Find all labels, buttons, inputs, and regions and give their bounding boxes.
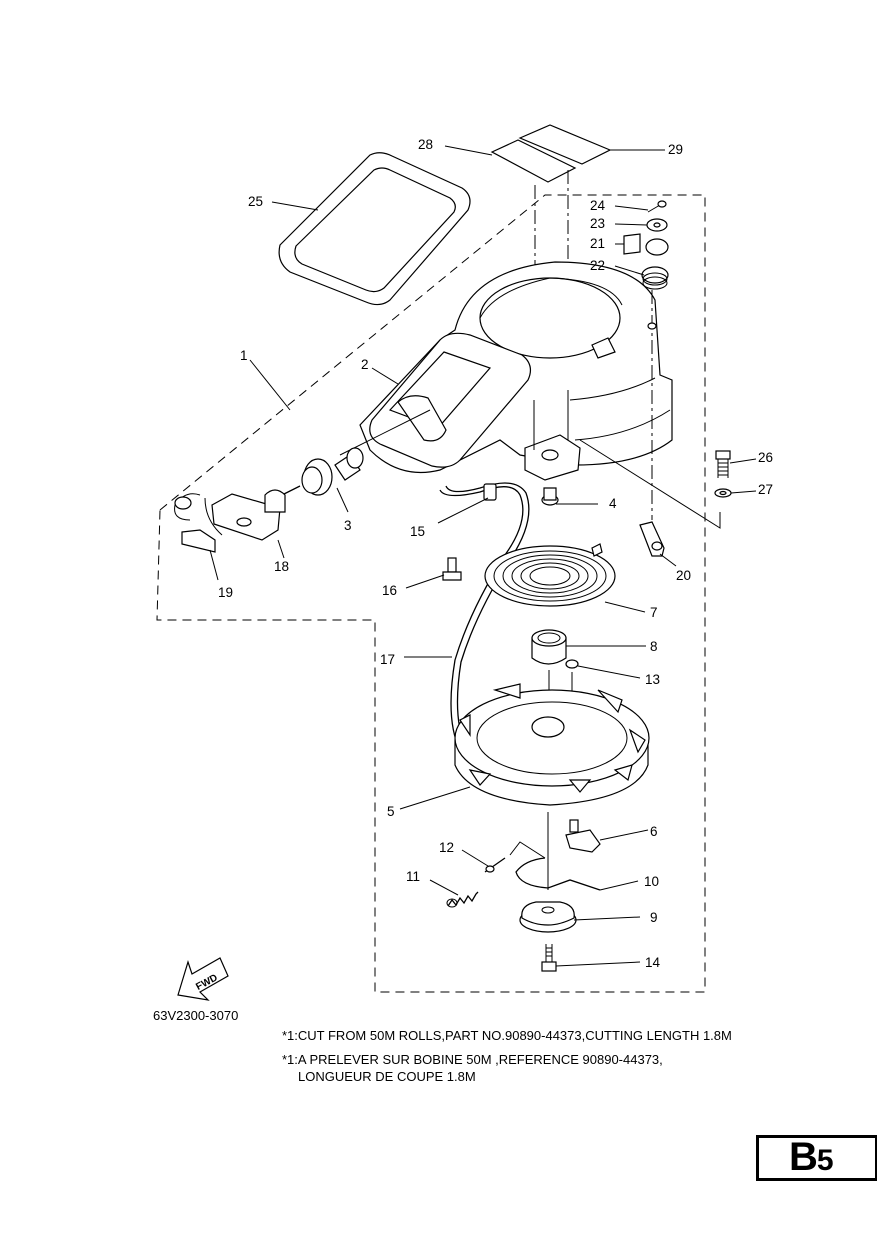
callout-24: 24 <box>590 198 606 213</box>
part-22-spring <box>641 266 669 290</box>
part-14-bolt <box>541 944 557 972</box>
callout-17: 17 <box>380 652 395 667</box>
callout-18: 18 <box>274 559 289 574</box>
callout-26: 26 <box>758 450 773 465</box>
callout-20: 20 <box>676 568 691 583</box>
part-18-link <box>211 489 286 541</box>
callout-15: 15 <box>410 524 425 539</box>
part-17-rope <box>439 482 530 751</box>
callout-9: 9 <box>650 910 658 925</box>
callout-14: 14 <box>645 955 661 970</box>
part-24-pin <box>647 200 667 213</box>
callout-11: 11 <box>406 869 420 884</box>
part-19-clip <box>174 493 223 553</box>
callout-6: 6 <box>650 824 658 839</box>
part-16-bolt <box>442 557 462 581</box>
part-15-rope-guide <box>483 483 497 501</box>
part-7-spiral-spring <box>484 543 616 607</box>
callout-4: 4 <box>609 496 617 511</box>
page-index: B5 <box>789 1135 834 1180</box>
callout-7: 7 <box>650 605 658 620</box>
part-20-lever <box>639 521 665 557</box>
part-9-plate <box>519 901 577 933</box>
callout-25: 25 <box>248 194 263 209</box>
callout-19: 19 <box>218 585 233 600</box>
part-28-decal <box>490 139 577 183</box>
part-5-drum <box>454 683 650 806</box>
part-26-bolt <box>715 450 731 478</box>
page-letter: B <box>789 1135 818 1179</box>
note-french-line1: *1:A PRELEVER SUR BOBINE 50M ,REFERENCE … <box>282 1052 663 1067</box>
callout-13: 13 <box>645 672 660 687</box>
callout-1: 1 <box>240 348 248 363</box>
callout-27: 27 <box>758 482 773 497</box>
page-index-box: B5 <box>756 1135 877 1181</box>
catalog-code: 63V2300-3070 <box>153 1008 239 1023</box>
part-10-return-spring <box>509 841 601 891</box>
callout-3: 3 <box>344 518 352 533</box>
part-6-pawl <box>565 819 601 853</box>
callout-22: 22 <box>590 258 605 273</box>
note-english: *1:CUT FROM 50M ROLLS,PART NO.90890-4437… <box>282 1028 732 1043</box>
part-8-bushing <box>531 629 567 665</box>
callout-2: 2 <box>361 357 369 372</box>
part-23-washer <box>646 218 668 232</box>
part-3-knob <box>281 447 364 496</box>
fwd-arrow-icon: FWD <box>177 957 229 1001</box>
callout-labels: 1 2 3 4 5 6 7 8 9 10 11 12 13 14 15 16 1… <box>218 137 773 970</box>
callout-10: 10 <box>644 874 659 889</box>
callout-12: 12 <box>439 840 454 855</box>
part-2-handle-housing <box>339 332 532 468</box>
callout-23: 23 <box>590 216 605 231</box>
callout-8: 8 <box>650 639 658 654</box>
note-french-line2: LONGUEUR DE COUPE 1.8M <box>298 1069 476 1084</box>
callout-16: 16 <box>382 583 397 598</box>
part-11-spring <box>446 891 479 908</box>
part-4-collar <box>541 487 559 506</box>
callout-21: 21 <box>590 236 605 251</box>
part-27-washer <box>714 488 732 498</box>
part-25-gasket <box>278 152 471 306</box>
callout-5: 5 <box>387 804 395 819</box>
part-21-pawl <box>623 233 669 256</box>
callout-28: 28 <box>418 137 433 152</box>
leader-lines <box>209 145 757 967</box>
page-number: 5 <box>816 1144 834 1177</box>
part-13-clip <box>565 659 579 669</box>
callout-29: 29 <box>668 142 683 157</box>
part-12-pin <box>484 857 506 873</box>
